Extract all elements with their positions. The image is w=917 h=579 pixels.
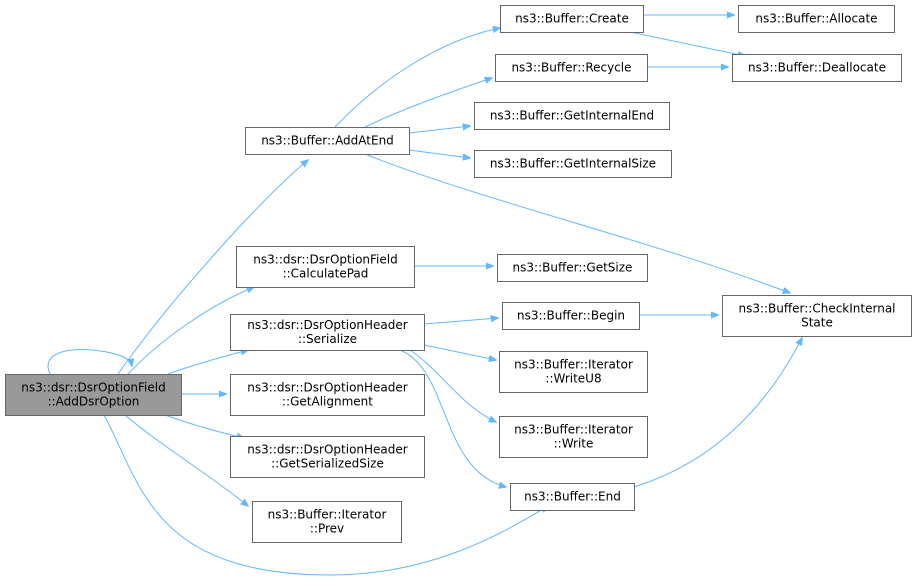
node-box (230, 436, 425, 478)
edge-serialize-to-writeu8 (423, 344, 496, 360)
node-label: ns3::Buffer::Allocate (755, 12, 877, 26)
node-addatend[interactable]: ns3::Buffer::AddAtEnd (245, 127, 410, 155)
node-label: ::GetAlignment (282, 395, 373, 409)
edge-root-to-calcpad (127, 287, 254, 375)
node-getalignment[interactable]: ns3::dsr::DsrOptionHeader::GetAlignment (230, 374, 425, 416)
node-box (474, 150, 672, 178)
edge-root-to-end (103, 414, 548, 576)
node-writeu8[interactable]: ns3::Buffer::Iterator::WriteU8 (499, 351, 648, 393)
node-label: ns3::Buffer::GetInternalSize (490, 157, 656, 171)
node-getinternalend[interactable]: ns3::Buffer::GetInternalEnd (474, 102, 670, 130)
edge-root-to-serialize (167, 350, 248, 375)
node-label: ns3::Buffer::Iterator (268, 508, 387, 522)
node-label: ns3::dsr::DsrOptionHeader (247, 381, 407, 395)
node-label: ns3::Buffer::Iterator (514, 358, 633, 372)
node-calcpad[interactable]: ns3::dsr::DsrOptionField::CalculatePad (236, 246, 415, 288)
node-serialize[interactable]: ns3::dsr::DsrOptionHeader::Serialize (230, 314, 425, 351)
node-box (230, 314, 425, 351)
edge-root-to-getserializedsize (164, 414, 244, 438)
node-getsize[interactable]: ns3::Buffer::GetSize (497, 254, 648, 282)
edge-addatend-to-create (334, 28, 500, 128)
node-write[interactable]: ns3::Buffer::Iterator::Write (499, 416, 648, 458)
edge-root-to-addatend (117, 160, 308, 375)
node-box (502, 302, 640, 330)
node-label: ns3::dsr::DsrOptionHeader (247, 443, 407, 457)
edge-serialize-to-end (399, 349, 506, 487)
node-label: ns3::Buffer::Create (515, 12, 629, 26)
node-box (5, 374, 182, 416)
node-label: ::CalculatePad (283, 267, 369, 281)
edge-addatend-to-checkinternal (364, 153, 790, 293)
edge-create-to-deallocate (629, 31, 745, 56)
node-label: ns3::Buffer::GetInternalEnd (490, 109, 654, 123)
edge-addatend-to-recycle (364, 78, 492, 128)
node-getinternalsize[interactable]: ns3::Buffer::GetInternalSize (474, 150, 672, 178)
edge-addatend-to-getinternalend (408, 126, 470, 134)
node-box (499, 416, 648, 458)
node-label: ::WriteU8 (545, 372, 601, 386)
edge-addatend-to-getinternalsize (408, 149, 470, 158)
node-label: ns3::dsr::DsrOptionField (21, 381, 165, 395)
node-box (245, 127, 410, 155)
node-create[interactable]: ns3::Buffer::Create (500, 5, 644, 33)
node-label: ns3::Buffer::Deallocate (748, 61, 886, 75)
node-deallocate[interactable]: ns3::Buffer::Deallocate (732, 54, 902, 82)
node-label: ns3::dsr::DsrOptionField (253, 253, 397, 267)
node-label: ::Prev (310, 522, 344, 536)
node-label: ns3::Buffer::CheckInternal (738, 302, 895, 316)
node-label: ns3::Buffer::Recycle (511, 61, 631, 75)
node-recycle[interactable]: ns3::Buffer::Recycle (495, 54, 648, 82)
node-label: ns3::Buffer::AddAtEnd (261, 134, 394, 148)
node-label: ns3::Buffer::Begin (517, 309, 625, 323)
node-label: State (801, 316, 833, 330)
node-box (732, 54, 902, 82)
node-box (500, 5, 644, 33)
node-root[interactable]: ns3::dsr::DsrOptionField::AddDsrOption (5, 374, 182, 416)
node-label: ns3::Buffer::End (524, 490, 621, 504)
node-label: ::AddDsrOption (48, 395, 140, 409)
node-end[interactable]: ns3::Buffer::End (510, 483, 635, 511)
node-box (722, 295, 912, 337)
node-box (236, 246, 415, 288)
node-label: ns3::Buffer::GetSize (513, 261, 633, 275)
node-label: ns3::dsr::DsrOptionHeader (247, 318, 407, 332)
node-box (510, 483, 635, 511)
node-begin[interactable]: ns3::Buffer::Begin (502, 302, 640, 330)
node-box (499, 351, 648, 393)
node-box (252, 501, 402, 543)
node-getserializedsize[interactable]: ns3::dsr::DsrOptionHeader::GetSerialized… (230, 436, 425, 478)
node-label: ns3::Buffer::Iterator (514, 423, 633, 437)
node-iterprev[interactable]: ns3::Buffer::Iterator::Prev (252, 501, 402, 543)
node-box (497, 254, 648, 282)
node-box (474, 102, 670, 130)
edge-root-to-root (47, 349, 132, 375)
edge-root-to-iterprev (124, 414, 248, 506)
edge-serialize-to-begin (423, 318, 498, 325)
node-label: ::Write (554, 437, 594, 451)
node-label: ::Serialize (298, 332, 357, 346)
node-box (495, 54, 648, 82)
node-box (230, 374, 425, 416)
node-box (738, 5, 895, 33)
node-label: ::GetSerializedSize (271, 457, 384, 471)
node-allocate[interactable]: ns3::Buffer::Allocate (738, 5, 895, 33)
edge-end-to-checkinternal (633, 338, 802, 488)
edge-serialize-to-write (409, 349, 496, 422)
